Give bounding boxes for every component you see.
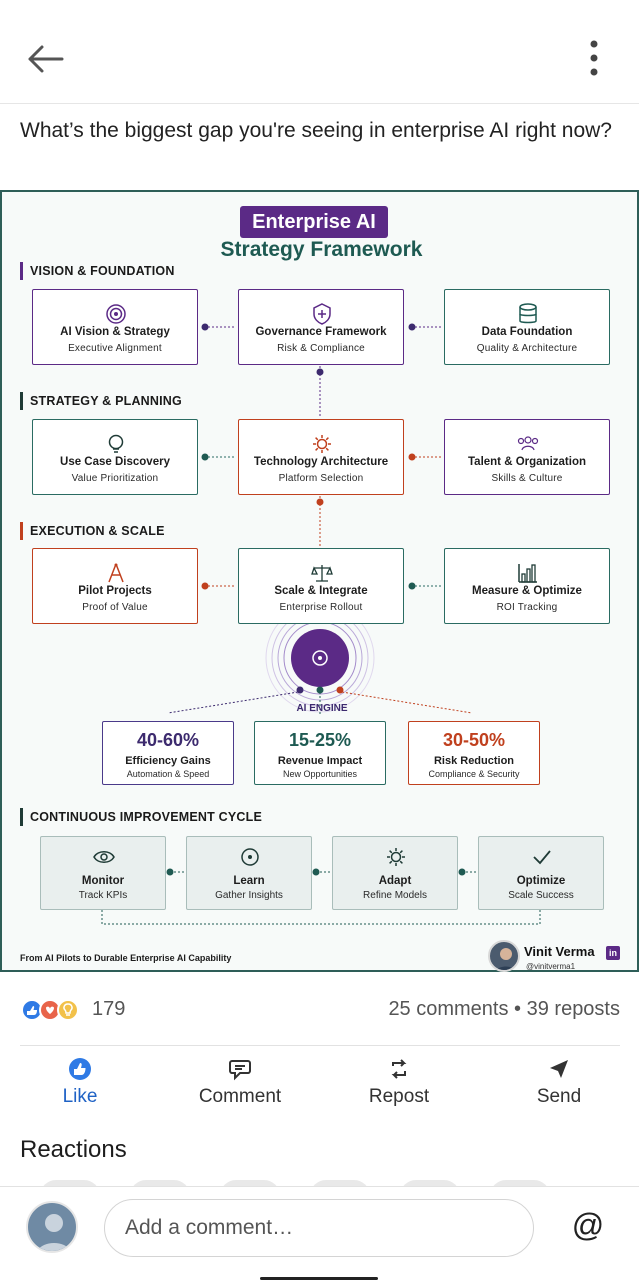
section-execution: EXECUTION & SCALE (20, 522, 165, 540)
cog-icon (310, 432, 334, 456)
comment-input[interactable] (104, 1199, 534, 1257)
bar-chart-icon (516, 561, 540, 585)
like-button[interactable]: Like (20, 1056, 140, 1112)
infographic-title: Enterprise AI (240, 206, 388, 238)
social-counts[interactable]: 179 25 comments • 39 reposts (20, 994, 620, 1026)
repost-icon (387, 1056, 411, 1082)
people-icon (516, 432, 540, 456)
card-scale: Scale & Integrate Enterprise Rollout (238, 548, 404, 624)
comments-reposts-count[interactable]: 25 comments • 39 reposts (388, 998, 620, 1021)
scale-icon (310, 561, 334, 585)
infographic-image[interactable]: Enterprise AI Strategy Framework VISION … (0, 190, 639, 972)
card-data-foundation: Data Foundation Quality & Architecture (444, 289, 610, 365)
section-strategy: STRATEGY & PLANNING (20, 392, 182, 410)
repost-button[interactable]: Repost (339, 1056, 459, 1112)
author-handle: @vinitverma1 (526, 962, 575, 971)
stat-revenue: 15-25% Revenue Impact New Opportunities (254, 721, 386, 785)
shield-plus-icon (310, 302, 334, 326)
comment-bar: @ (0, 1186, 639, 1280)
stat-risk: 30-50% Risk Reduction Compliance & Secur… (408, 721, 540, 785)
thumbs-up-icon (68, 1056, 92, 1082)
card-governance: Governance Framework Risk & Compliance (238, 289, 404, 365)
check-icon (530, 845, 554, 869)
author-name: Vinit Verma (524, 944, 595, 959)
card-pilot: Pilot Projects Proof of Value (32, 548, 198, 624)
infographic-footer: From AI Pilots to Durable Enterprise AI … (20, 953, 231, 963)
cycle-monitor: Monitor Track KPIs (40, 836, 166, 910)
ai-engine-label: AI ENGINE (284, 703, 360, 714)
cycle-connectors (102, 869, 540, 925)
author-avatar (488, 940, 520, 972)
card-technology: Technology Architecture Platform Selecti… (238, 419, 404, 495)
target-icon (104, 302, 128, 326)
card-talent: Talent & Organization Skills & Culture (444, 419, 610, 495)
cycle-adapt: Adapt Refine Models (332, 836, 458, 910)
lightbulb-icon (104, 432, 128, 456)
comment-icon (228, 1056, 252, 1082)
send-button[interactable]: Send (499, 1056, 619, 1112)
database-icon (516, 302, 540, 326)
section-vision: VISION & FOUNDATION (20, 262, 175, 280)
reaction-icons (20, 998, 86, 1022)
cycle-optimize: Optimize Scale Success (478, 836, 604, 910)
target-dot-icon (238, 845, 262, 869)
post-text: What’s the biggest gap you're seeing in … (20, 116, 620, 146)
card-use-case: Use Case Discovery Value Prioritization (32, 419, 198, 495)
gear-icon (384, 845, 408, 869)
card-measure: Measure & Optimize ROI Tracking (444, 548, 610, 624)
card-ai-vision: AI Vision & Strategy Executive Alignment (32, 289, 198, 365)
section-cycle: CONTINUOUS IMPROVEMENT CYCLE (20, 808, 262, 826)
user-avatar[interactable] (26, 1201, 78, 1253)
more-options-icon[interactable] (580, 36, 608, 82)
cycle-learn: Learn Gather Insights (186, 836, 312, 910)
comment-button[interactable]: Comment (180, 1056, 300, 1112)
mention-button[interactable]: @ (568, 1205, 608, 1245)
eye-icon (92, 845, 116, 869)
back-arrow-icon[interactable] (22, 38, 68, 80)
reactions-heading: Reactions (20, 1136, 127, 1164)
reaction-count: 179 (92, 998, 125, 1021)
compass-icon (104, 561, 128, 585)
stat-efficiency: 40-60% Efficiency Gains Automation & Spe… (102, 721, 234, 785)
infographic-subtitle: Strategy Framework (2, 238, 639, 262)
top-bar (0, 0, 639, 104)
send-icon (547, 1056, 571, 1082)
linkedin-badge-icon: in (606, 946, 620, 960)
divider (20, 1045, 620, 1046)
